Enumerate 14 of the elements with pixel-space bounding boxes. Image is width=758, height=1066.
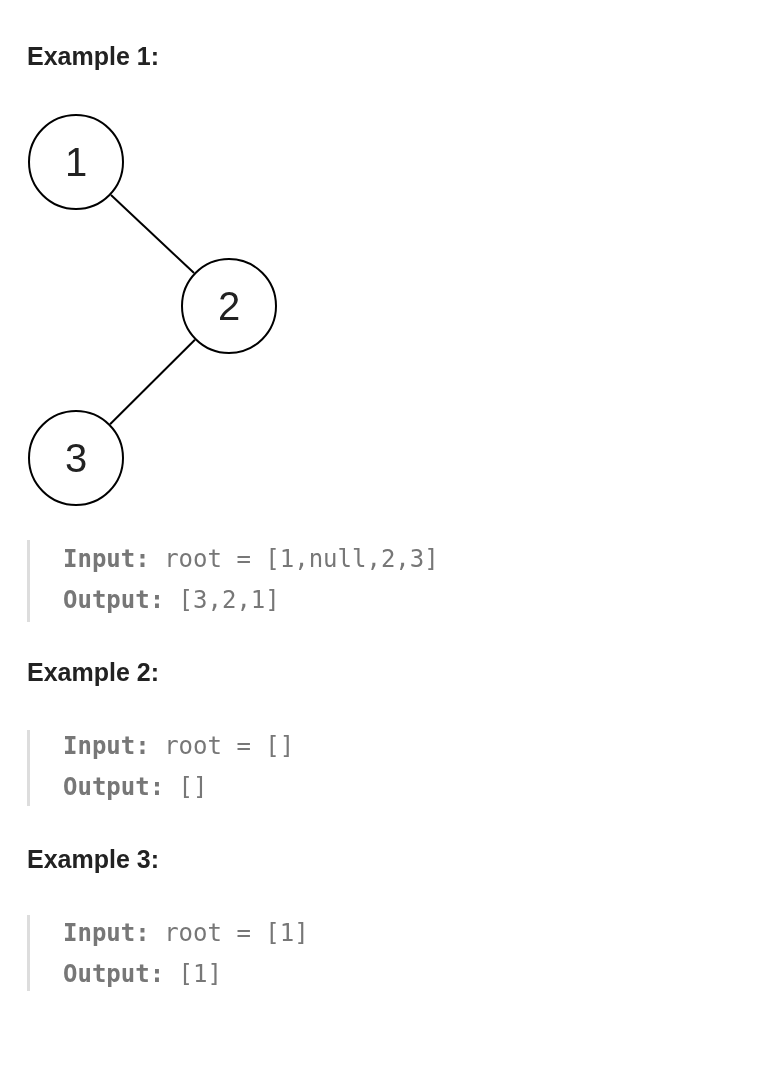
example-heading: Example 2: <box>27 658 159 687</box>
tree-edge <box>109 193 196 275</box>
tree-node-circle: 3 <box>28 410 124 506</box>
example-heading: Example 1: <box>27 42 159 71</box>
tree-edge <box>109 338 196 426</box>
code-line: Input: root = [] <box>63 732 295 760</box>
example-heading: Example 3: <box>27 845 159 874</box>
tree-node-circle: 2 <box>181 258 277 354</box>
code-line: Output: [] <box>63 773 208 801</box>
code-line: Input: root = [1] <box>63 919 309 947</box>
code-line: Output: [3,2,1] <box>63 586 280 614</box>
code-line: Input: root = [1,null,2,3] <box>63 545 439 573</box>
code-line: Output: [1] <box>63 960 222 988</box>
tree-node-circle: 1 <box>28 114 124 210</box>
